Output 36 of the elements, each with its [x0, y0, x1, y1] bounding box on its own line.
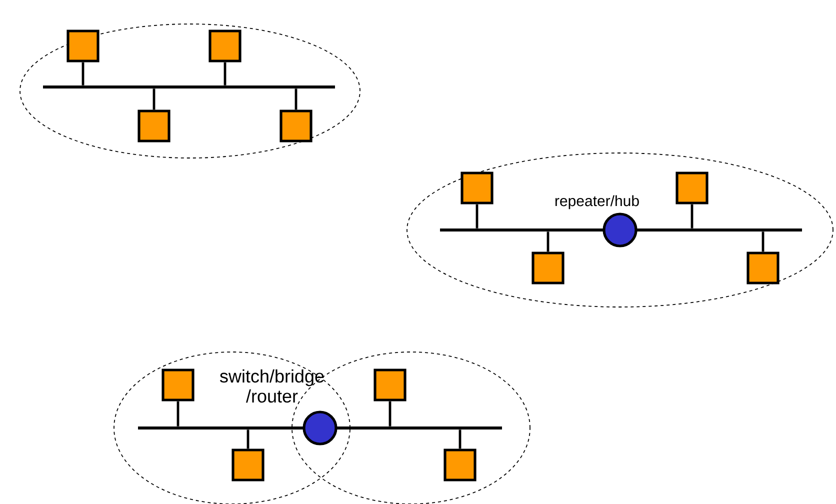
drop-line [294, 88, 298, 110]
network-boundary [114, 352, 350, 504]
drop-line [246, 430, 250, 449]
bus-line [336, 426, 502, 430]
drop-line [458, 430, 462, 449]
network-boundary [20, 24, 360, 158]
station-box [232, 448, 264, 482]
device-circle [302, 410, 338, 446]
drop-line [690, 204, 694, 228]
station-box [532, 252, 564, 284]
bus-line [138, 426, 304, 430]
drop-line [762, 232, 764, 252]
station-box [374, 368, 406, 402]
station-box [746, 252, 780, 284]
drop-line [224, 62, 226, 86]
drop-line [388, 401, 392, 426]
station-box [66, 30, 100, 62]
device-label: switch/bridge /router [220, 369, 324, 403]
station-box [208, 30, 242, 62]
drop-line [546, 232, 550, 252]
drop-line [176, 401, 180, 426]
device-node: repeater/hub [555, 195, 639, 248]
node-label: repeater/hub [555, 195, 639, 210]
station-box [162, 368, 194, 402]
network-boundary [406, 152, 834, 308]
station-box [444, 448, 476, 482]
bus-line [636, 228, 802, 232]
drop-line [476, 204, 478, 228]
drop-line [152, 88, 156, 110]
station-box [280, 110, 312, 142]
station-box [676, 172, 708, 204]
station-box [138, 110, 170, 142]
bus-line [43, 86, 335, 88]
drop-line [82, 62, 84, 86]
bus-line [440, 228, 604, 232]
station-box [460, 172, 494, 204]
